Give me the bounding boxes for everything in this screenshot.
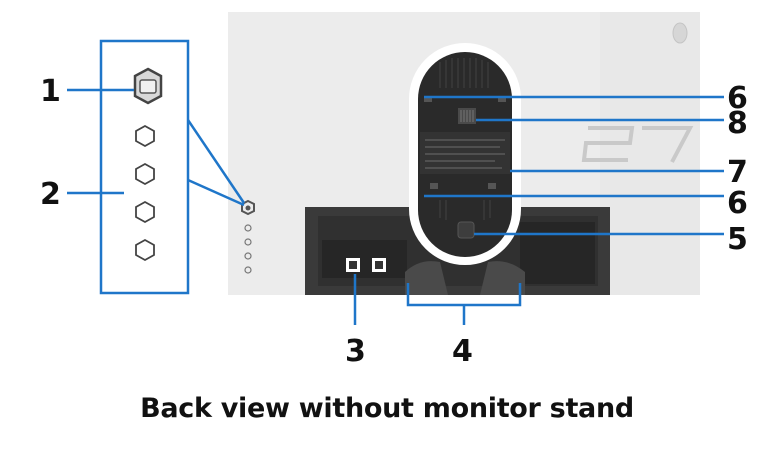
figure-caption: Back view without monitor stand <box>140 393 634 424</box>
control-button-icon <box>135 238 155 262</box>
callout-7: 7 <box>727 155 748 190</box>
callout-5: 5 <box>727 222 748 257</box>
io-port-right-block <box>520 222 595 284</box>
vesa-screw-hole-icon <box>430 183 438 189</box>
model-embossing-icon <box>581 126 694 163</box>
qr-code-icon-inner <box>349 261 357 269</box>
vent-grille-bottom <box>439 200 491 220</box>
control-button-small-icon <box>244 238 252 246</box>
control-button-small-icon <box>244 266 252 274</box>
callout-8: 8 <box>727 106 748 141</box>
stand-release-button-icon <box>457 221 475 239</box>
vesa-screw-hole-icon <box>488 183 496 189</box>
barcode-icon <box>460 110 474 122</box>
regulatory-text-lines <box>425 139 505 169</box>
callout-6-bottom: 6 <box>727 186 748 221</box>
control-button-icon <box>135 200 155 224</box>
panel-shade-right <box>600 12 700 295</box>
io-port-left-block <box>322 240 407 278</box>
qr-code-icon-2-inner <box>375 261 383 269</box>
regulatory-label <box>420 132 510 174</box>
callout-1: 1 <box>40 74 61 109</box>
control-button-small-icon <box>244 224 252 232</box>
zoom-line-bottom <box>187 178 245 207</box>
callout-4: 4 <box>452 334 473 369</box>
zoom-line-top <box>186 119 246 204</box>
control-button-icon <box>135 162 155 186</box>
vent-grille-top <box>439 58 489 88</box>
control-button-icon <box>135 124 155 148</box>
callout-2: 2 <box>40 177 61 212</box>
callout-leaders <box>67 88 724 325</box>
control-button-small-icon <box>244 252 252 260</box>
cable-guide-right <box>480 261 525 295</box>
joystick-icon <box>133 67 163 105</box>
cable-guide-left <box>405 261 448 295</box>
alien-logo-icon <box>672 22 688 44</box>
callout-6-top: 6 <box>727 81 748 116</box>
vesa-screw-hole-icon <box>424 96 432 102</box>
vesa-screw-hole-icon <box>498 96 506 102</box>
callout-3: 3 <box>345 334 366 369</box>
